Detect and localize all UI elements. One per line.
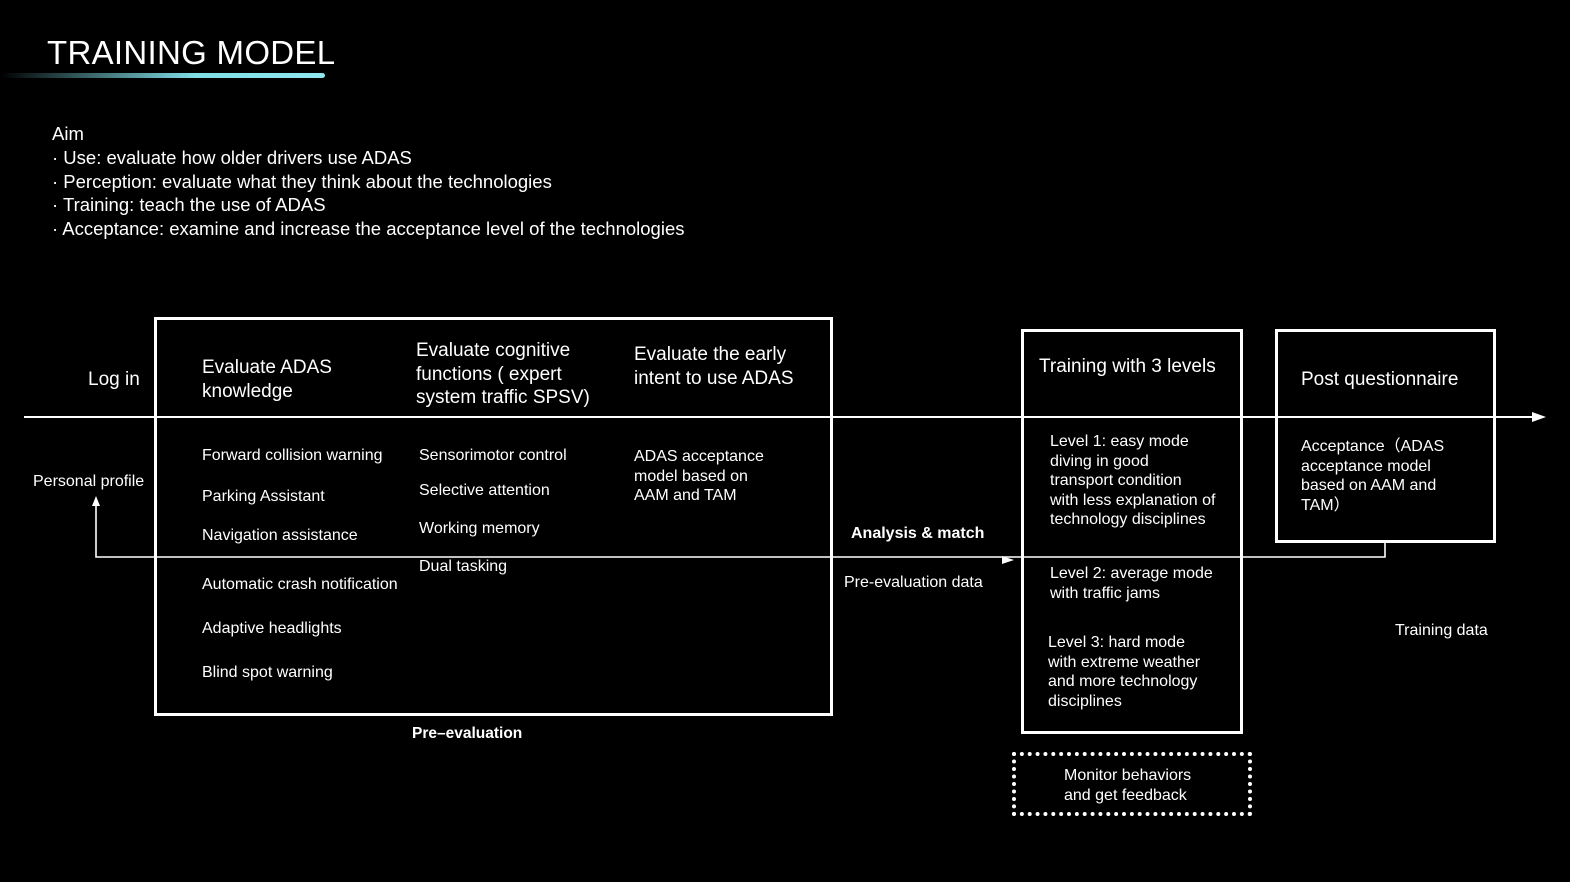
text-line: TAM） [1301,496,1350,514]
aim-item: · Perception: evaluate what they think a… [52,170,552,192]
text-line: technology disciplines [1050,511,1206,529]
adas-item: Forward collision warning [202,447,383,464]
adas-item: Navigation assistance [202,527,358,544]
text-line: Level 1: easy mode [1050,433,1189,450]
heading-line: functions ( expert [416,363,562,385]
feedback-line [95,505,1386,558]
aim-section: Aim · Use: evaluate how older drivers us… [52,122,685,241]
text-line: Level 2: average mode [1050,565,1213,582]
evaluate-adas-knowledge-heading: Evaluate ADAS knowledge [202,356,332,403]
monitor-box [1012,752,1252,816]
text-line: Level 3: hard mode [1048,634,1185,651]
text-line: model based on [634,467,748,485]
aim-item: · Use: evaluate how older drivers use AD… [52,146,412,168]
heading-line: knowledge [202,380,293,402]
post-questionnaire-box [1275,329,1496,543]
text-line: with traffic jams [1050,584,1160,602]
heading-line: Evaluate cognitive [416,340,571,361]
adas-item: Parking Assistant [202,488,325,505]
timeline-arrowhead [1532,412,1546,422]
text-line: Acceptance（ADAS [1301,438,1445,455]
cognitive-item: Dual tasking [419,558,508,575]
cognitive-item: Sensorimotor control [419,447,567,464]
adas-item: Automatic crash notification [202,576,398,593]
text-line: with less explanation of [1050,491,1216,509]
evaluate-cognitive-heading: Evaluate cognitive functions ( expert sy… [416,339,590,410]
login-label: Log in [88,369,140,390]
training-data-label: Training data [1395,622,1488,639]
feedback-arrowhead [92,496,100,506]
acceptance-model-text: ADAS acceptance model based on AAM and T… [634,447,764,506]
text-line: based on AAM and [1301,477,1437,495]
pre-evaluation-box [154,317,833,716]
personal-profile-label: Personal profile [33,473,145,490]
monitor-text: Monitor behaviors and get feedback [1064,766,1191,805]
adas-item: Adaptive headlights [202,620,342,637]
heading-line: Evaluate ADAS [202,357,332,378]
page-title: TRAINING MODEL [47,34,336,71]
post-questionnaire-heading: Post questionnaire [1301,369,1459,390]
training-level-3: Level 3: hard mode with extreme weather … [1048,633,1200,711]
heading-line: system traffic SPSV) [416,387,590,408]
text-line: Monitor behaviors [1064,767,1192,784]
text-line: disciplines [1048,692,1122,710]
text-line: and more technology [1048,673,1198,691]
heading-line: intent to use ADAS [634,367,794,389]
text-line: acceptance model [1301,457,1431,475]
text-line: ADAS acceptance [634,448,764,465]
text-line: and get feedback [1064,786,1187,804]
post-questionnaire-body: Acceptance（ADAS acceptance model based o… [1301,437,1444,515]
evaluate-intent-heading: Evaluate the early intent to use ADAS [634,343,794,390]
training-level-1: Level 1: easy mode diving in good transp… [1050,432,1215,530]
aim-item: · Acceptance: examine and increase the a… [52,218,685,240]
cognitive-item: Selective attention [419,482,550,499]
text-line: AAM and TAM [634,487,737,505]
adas-item: Blind spot warning [202,664,333,681]
pre-evaluation-data-label: Pre-evaluation data [844,574,983,591]
training-heading: Training with 3 levels [1039,356,1216,377]
text-line: with extreme weather [1048,653,1201,671]
text-line: transport condition [1050,472,1182,490]
text-line: diving in good [1050,452,1149,470]
title-underline [0,73,325,78]
aim-item: · Training: teach the use of ADAS [52,194,326,216]
training-box [1021,329,1243,734]
analysis-arrowhead [1002,556,1014,564]
analysis-match-label: Analysis & match [851,525,985,542]
training-level-2: Level 2: average mode with traffic jams [1050,564,1213,603]
cognitive-item: Working memory [419,520,540,537]
pre-evaluation-label: Pre–evaluation [412,725,523,742]
aim-heading: Aim [52,123,84,144]
heading-line: Evaluate the early [634,344,787,365]
